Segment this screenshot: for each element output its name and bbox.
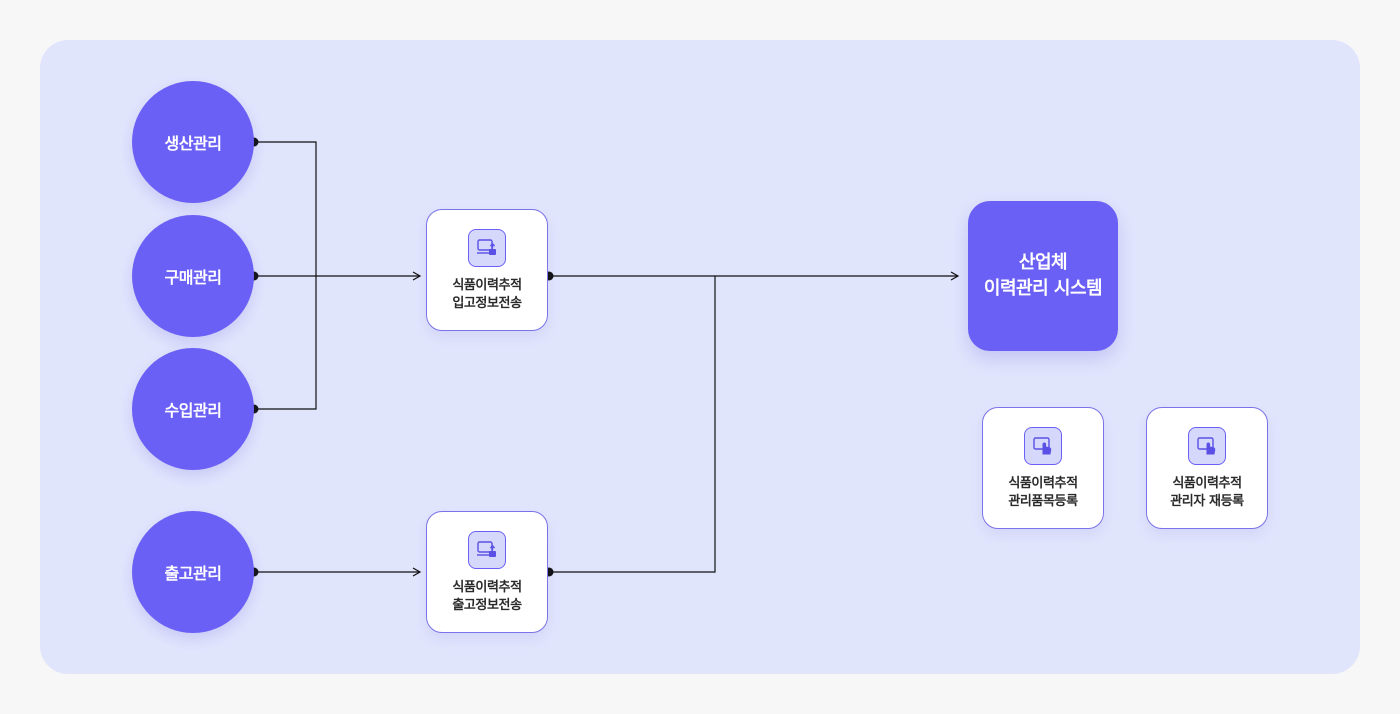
- card-admin-reregister-line1: 식품이력추적: [1172, 476, 1242, 491]
- card-admin-reregister: 식품이력추적 관리자 재등록: [1146, 407, 1268, 529]
- node-production-label: 생산관리: [164, 134, 222, 153]
- card-outbound-line1: 식품이력추적: [452, 580, 522, 595]
- card-admin-reregister-line2: 관리자 재등록: [1170, 494, 1244, 509]
- node-import-label: 수입관리: [164, 401, 222, 420]
- card-outbound-transmit: 식품이력추적 출고정보전송: [426, 511, 548, 633]
- card-item-register: 식품이력추적 관리품목등록: [982, 407, 1104, 529]
- system-line1: 산업체: [1018, 252, 1068, 273]
- touch-screen-icon: [1024, 427, 1062, 465]
- node-purchase: 구매관리: [132, 215, 254, 337]
- card-inbound-transmit: 식품이력추적 입고정보전송: [426, 209, 548, 331]
- node-purchase-label: 구매관리: [164, 268, 222, 287]
- node-import: 수입관리: [132, 348, 254, 470]
- laptop-upload-icon: [468, 531, 506, 569]
- touch-screen-icon: [1188, 427, 1226, 465]
- system-node: 산업체 이력관리 시스템: [968, 201, 1118, 351]
- card-inbound-line1: 식품이력추적: [452, 278, 522, 293]
- laptop-upload-icon: [468, 229, 506, 267]
- card-item-register-line2: 관리품목등록: [1008, 494, 1078, 509]
- card-inbound-line2: 입고정보전송: [452, 296, 522, 311]
- node-outbound-label: 출고관리: [164, 564, 222, 583]
- line-outbound-card-merge: [549, 276, 716, 573]
- card-item-register-line1: 식품이력추적: [1008, 476, 1078, 491]
- node-production: 생산관리: [132, 81, 254, 203]
- node-outbound: 출고관리: [132, 511, 254, 633]
- line-production: [254, 141, 317, 276]
- system-line2: 이력관리 시스템: [983, 278, 1103, 299]
- card-outbound-line2: 출고정보전송: [452, 598, 522, 613]
- line-import: [254, 276, 317, 410]
- diagram-panel: [40, 40, 1360, 674]
